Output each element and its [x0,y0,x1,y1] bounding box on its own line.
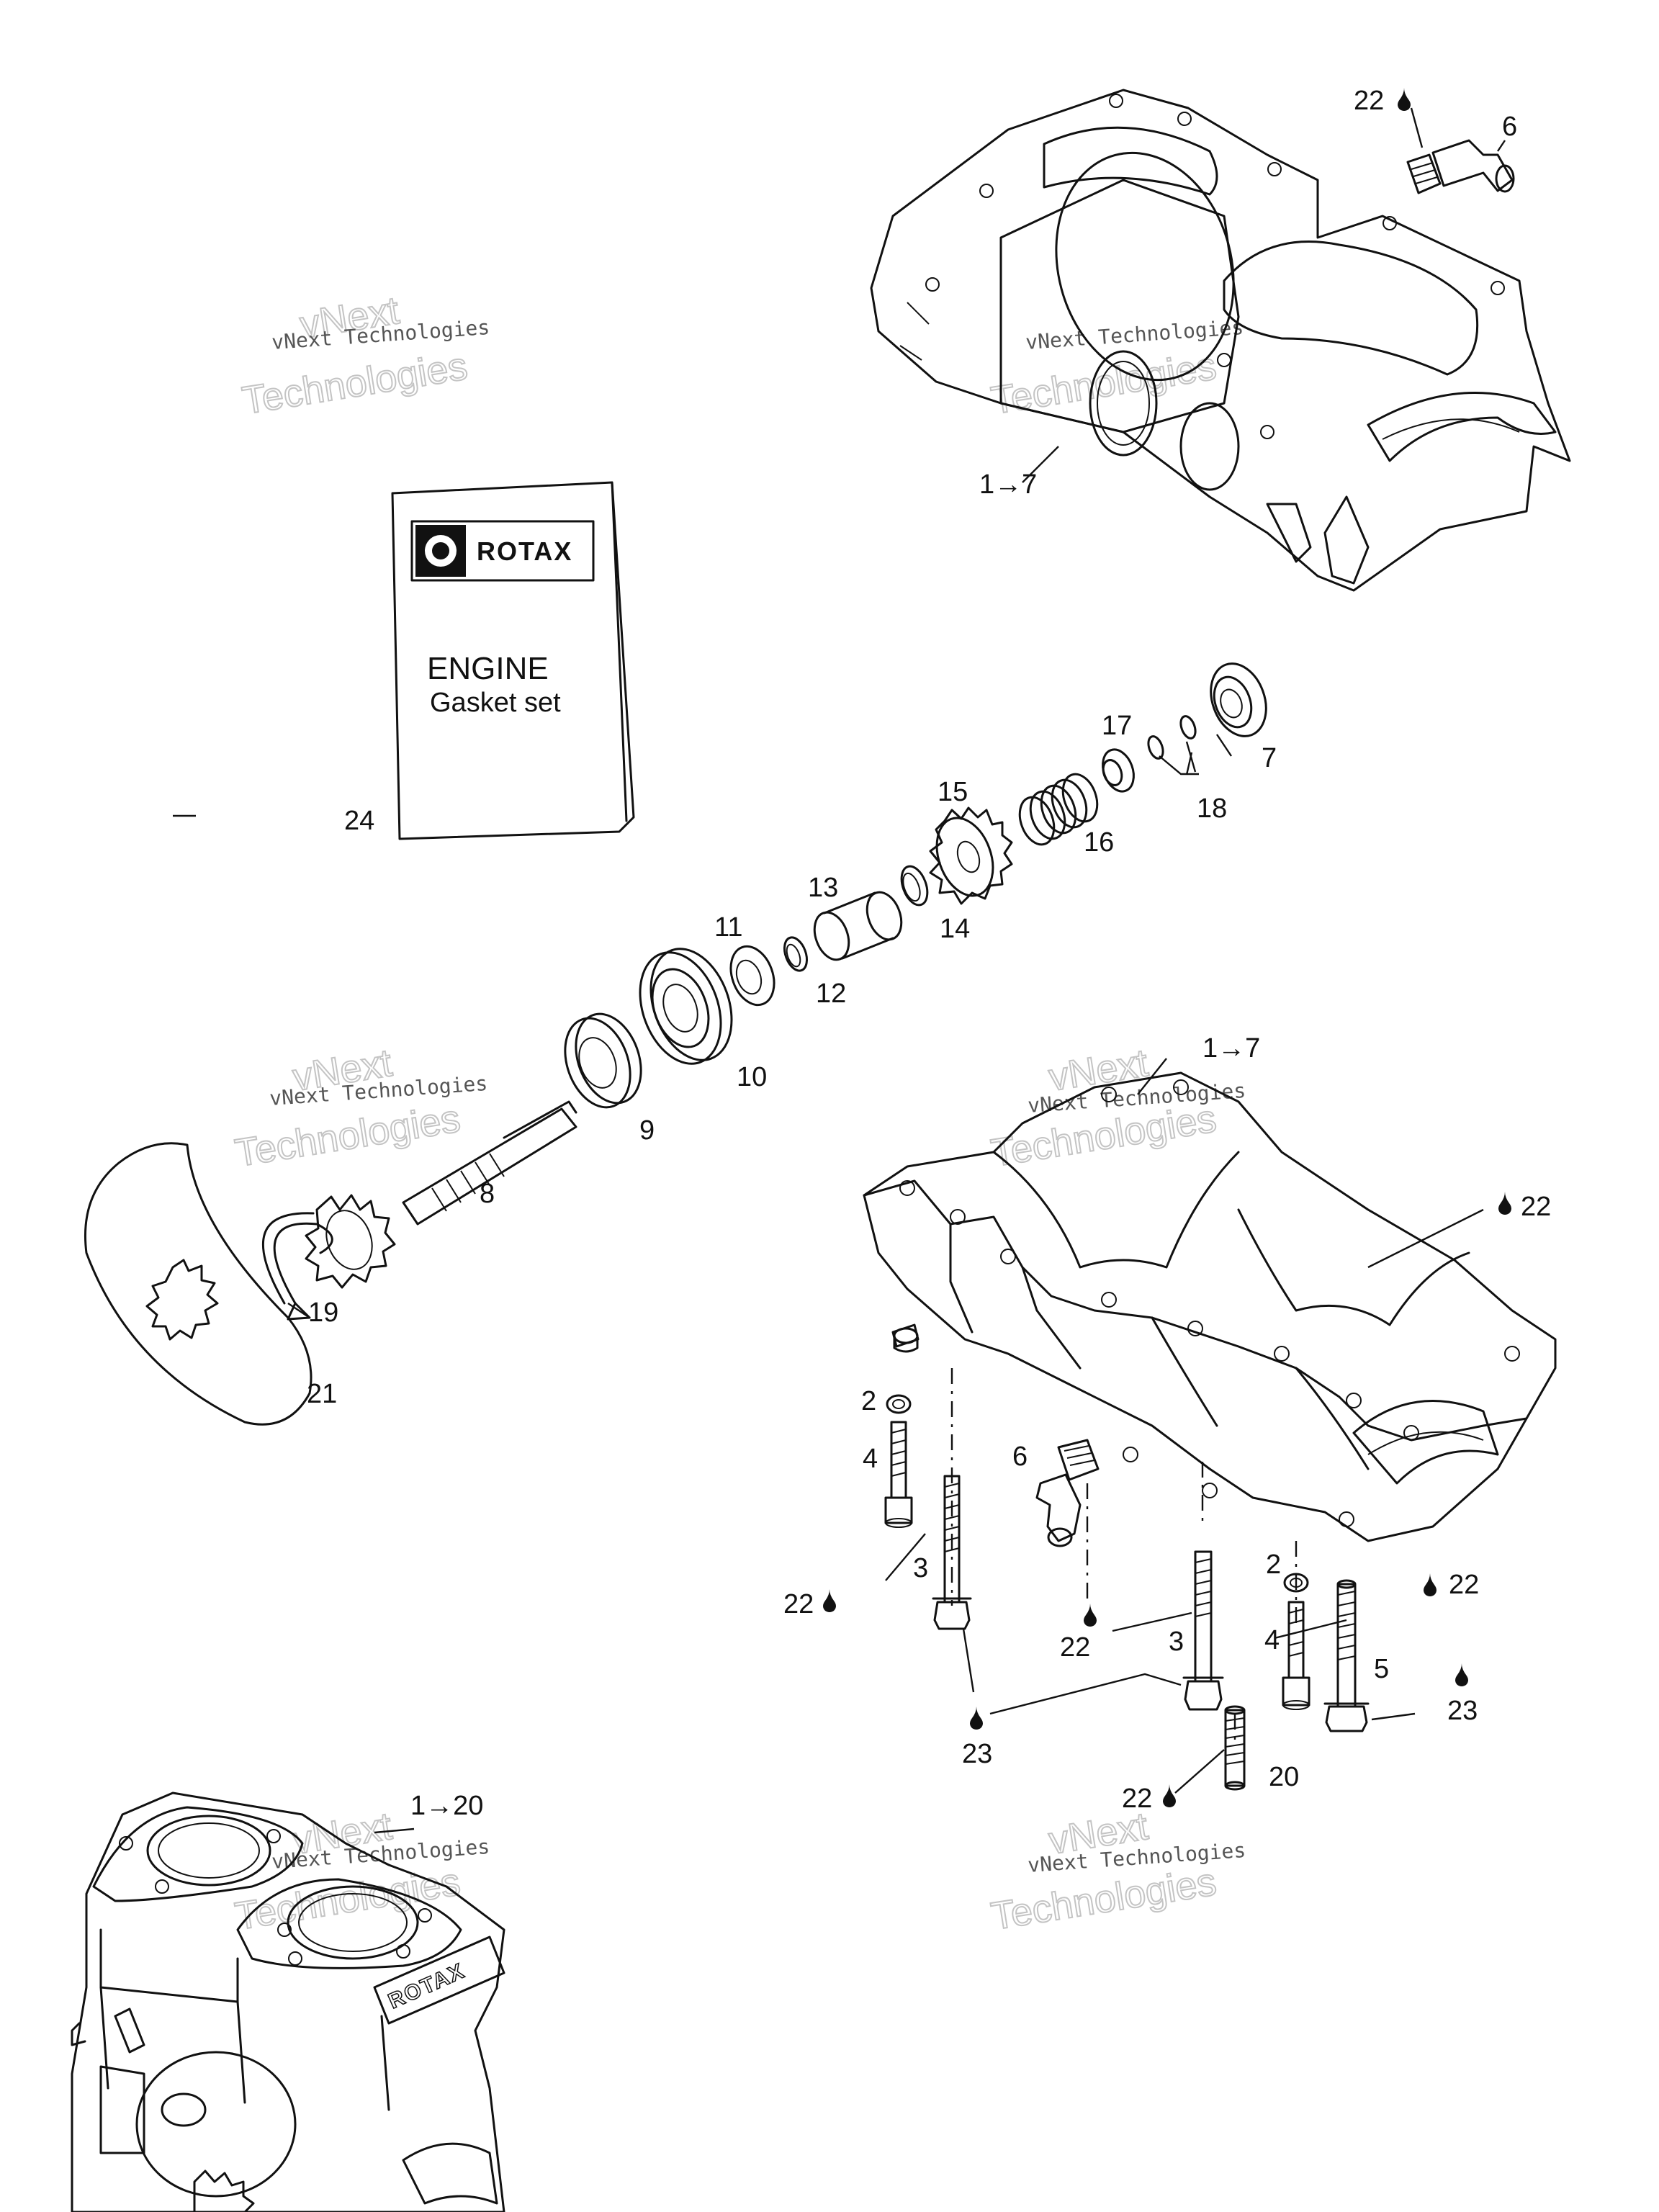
watermark-big-text: Technologies [232,1097,463,1175]
stud-3-left [932,1475,972,1630]
plate-21 [84,1142,313,1426]
callout-22: 22 [1060,1632,1090,1663]
callout-12: 12 [816,979,846,1009]
callout-13: 13 [808,873,838,903]
fitting-6-mid [1035,1439,1100,1547]
watermark-big-text: Technologies [239,344,470,423]
callout-6: 6 [1012,1442,1028,1472]
callout-22: 22 [783,1589,814,1619]
drop-icon [823,1589,836,1612]
stud-5 [1323,1579,1370,1732]
bolt-4-right [1282,1601,1310,1710]
callout-22: 22 [1354,86,1384,116]
watermark-bottom-right: Technologies vNext vNext Technologies [987,1804,1246,1939]
callout-4: 4 [863,1444,878,1474]
washer-2-left [886,1394,912,1414]
watermark-mid-left: Technologies vNext vNext Technologies [231,1040,488,1176]
callout-23: 23 [962,1739,992,1769]
drop-icon [1455,1663,1468,1686]
callout-24: 24 [344,806,374,836]
callout-19: 19 [308,1298,338,1328]
drop-icon [1498,1192,1511,1215]
retaining-ring-19 [261,1212,333,1321]
drop-icon [1398,88,1411,111]
gasket-box-title: ENGINE [427,651,549,686]
callout-15: 15 [938,777,968,807]
washer-2-right [1283,1573,1309,1593]
watermark-top-right: Technologies vNext Technologies [987,315,1244,423]
watermark-bottom-left: Technologies vNext vNext Technologies [231,1804,490,1939]
stud-20 [1224,1705,1246,1791]
callout-8: 8 [480,1179,495,1209]
upper-crankcase-half [870,89,1571,592]
circlip-12 [783,936,809,972]
drop-icon [970,1707,983,1730]
callout-9: 9 [639,1115,655,1146]
gear-15 [929,806,1013,905]
drop-icon [1163,1784,1176,1807]
callout-6: 6 [1502,112,1517,142]
shaft-8 [305,1100,577,1289]
callout-5: 5 [1374,1654,1389,1684]
callout-11: 11 [714,912,742,943]
callout-18: 18 [1197,793,1227,824]
callout-14: 14 [940,914,970,944]
gasket-set-box: ROTAX ENGINE Gasket set [391,481,635,840]
callout-2: 2 [1266,1550,1281,1580]
watermark-top-left: Technologies vNext vNext Technologies [238,288,490,423]
dowel-pin [893,1327,919,1353]
callout-17: 17 [1102,711,1132,741]
rotax-logo-frame [410,520,595,582]
washer-17 [1102,748,1135,793]
watermark-big-text: Technologies [988,344,1219,423]
callout-3: 3 [913,1553,928,1583]
callout-22: 22 [1122,1784,1152,1814]
bolt-4-left [884,1421,913,1528]
callout-23: 23 [1447,1696,1478,1726]
callout-20: 20 [1269,1762,1299,1792]
callout-21: 21 [307,1379,337,1409]
gasket-box-subtitle: Gasket set [430,688,561,718]
leader-lines [173,107,1506,1834]
bearing-7 [1210,662,1267,737]
sleeve-13 [813,891,903,961]
callout-1-7: 1→7 [1202,1033,1260,1064]
washer-11 [729,945,775,1007]
callout-labels: 22 6 1→7 24 7 17 18 15 16 13 14 11 12 10… [307,86,1551,1821]
drop-icons [823,88,1511,1807]
drop-icon [1424,1573,1437,1596]
callout-16: 16 [1084,827,1114,858]
lower-crankcase-half [863,1071,1557,1542]
callout-3: 3 [1169,1627,1184,1657]
bearing-10 [639,948,733,1065]
callout-2: 2 [861,1386,876,1416]
callout-7: 7 [1262,743,1277,773]
callout-1-20: 1→20 [410,1791,483,1821]
callout-4: 4 [1264,1625,1280,1655]
seal-9 [564,1012,642,1109]
callout-1-7: 1→7 [979,469,1037,500]
callout-22: 22 [1521,1192,1551,1222]
rotax-logo-text: ROTAX [477,536,572,566]
ring-14 [900,865,929,907]
callout-22: 22 [1449,1570,1479,1600]
fitting-6-top [1406,139,1515,194]
callout-10: 10 [737,1062,767,1092]
stud-3-center [1182,1550,1224,1711]
drop-icon [1084,1604,1097,1627]
circlips-18 [1147,715,1197,760]
spring-16 [1018,773,1099,846]
